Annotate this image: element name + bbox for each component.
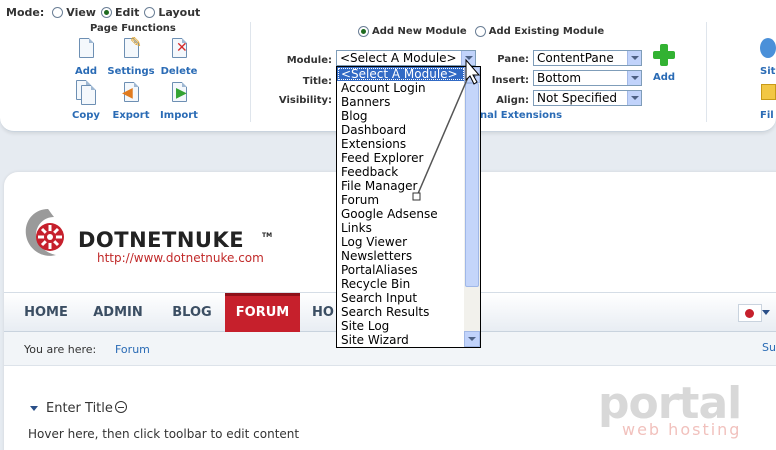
- menu-item-blog[interactable]: BLOG: [172, 305, 212, 320]
- radio-icon[interactable]: [144, 6, 156, 18]
- menu-item-forum[interactable]: FORUM: [225, 293, 300, 333]
- minimize-icon[interactable]: [114, 400, 127, 413]
- chevron-down-icon[interactable]: [461, 51, 475, 65]
- align-select[interactable]: Not Specified: [533, 90, 642, 106]
- dropdown-scrollbar[interactable]: [464, 67, 480, 347]
- dropdown-option[interactable]: Feedback: [341, 165, 399, 179]
- add-existing-module-option[interactable]: Add Existing Module: [474, 26, 604, 37]
- pane-label: Pane:: [497, 54, 529, 65]
- module-title: Enter Title: [30, 400, 127, 416]
- align-label: Align:: [496, 95, 529, 106]
- dropdown-option[interactable]: Account Login: [341, 81, 426, 95]
- dropdown-option[interactable]: Blog: [341, 109, 368, 123]
- collapse-arrow-icon[interactable]: [30, 406, 38, 411]
- file-tool-link[interactable]: Fil: [760, 110, 774, 121]
- insert-select[interactable]: Bottom: [533, 70, 642, 86]
- menu-item-admin[interactable]: ADMIN: [93, 305, 143, 320]
- dropdown-option[interactable]: Dashboard: [341, 123, 407, 137]
- radio-checked-icon[interactable]: [358, 26, 369, 37]
- plus-icon: [653, 44, 675, 66]
- extensions-link[interactable]: nal Extensions: [480, 110, 563, 121]
- module-dropdown-list[interactable]: <Select A Module> Account Login Banners …: [336, 66, 481, 348]
- dropdown-option[interactable]: Site Log: [341, 319, 390, 333]
- mode-layout-option[interactable]: Layout: [144, 6, 200, 19]
- watermark-tagline: web hosting: [622, 420, 742, 439]
- title-label: Title:: [302, 76, 332, 87]
- dropdown-option[interactable]: Search Input: [341, 291, 418, 305]
- dotnetnuke-logo-icon: [25, 209, 64, 256]
- module-title-text[interactable]: Enter Title: [46, 401, 113, 416]
- delete-page-icon: ✕: [168, 38, 190, 62]
- add-page-button[interactable]: Add: [58, 38, 114, 77]
- dropdown-option[interactable]: Feed Explorer: [341, 151, 424, 165]
- copy-page-icon: [75, 80, 97, 106]
- chevron-down-icon[interactable]: [627, 51, 641, 65]
- import-page-icon: ▶: [168, 82, 190, 106]
- breadcrumb-forum-link[interactable]: Forum: [115, 343, 150, 356]
- dropdown-option[interactable]: PortalAliases: [341, 263, 418, 277]
- settings-pencil-icon: ✎: [120, 36, 142, 62]
- insert-label: Insert:: [491, 75, 529, 86]
- scrollbar-thumb[interactable]: [465, 83, 479, 287]
- module-options: <Select A Module> Account Login Banners …: [337, 67, 465, 347]
- breadcrumb-prefix: You are here:: [24, 343, 97, 356]
- logo-url[interactable]: http://www.dotnetnuke.com: [97, 251, 264, 265]
- dropdown-option[interactable]: <Select A Module>: [337, 67, 465, 81]
- module-label: Module:: [286, 55, 332, 66]
- breadcrumb-right-link[interactable]: Su: [762, 341, 776, 354]
- trademark-mark: TM: [262, 232, 273, 239]
- folder-icon[interactable]: [761, 84, 776, 100]
- module-source-options: Add New Module Add Existing Module: [358, 26, 612, 37]
- chevron-down-icon[interactable]: [627, 91, 641, 105]
- module-select[interactable]: <Select A Module>: [336, 50, 476, 66]
- module-content-hint: Hover here, then click toolbar to edit c…: [28, 427, 300, 441]
- language-flag-icon[interactable]: [738, 304, 762, 322]
- watermark-brand: portal: [598, 378, 742, 429]
- radio-checked-icon[interactable]: [100, 6, 112, 18]
- dropdown-option[interactable]: Newsletters: [341, 249, 413, 263]
- scroll-down-icon[interactable]: [464, 331, 480, 347]
- dropdown-option[interactable]: Recycle Bin: [341, 277, 411, 291]
- add-new-module-option[interactable]: Add New Module: [358, 26, 467, 37]
- mode-view-option[interactable]: View: [52, 6, 96, 19]
- add-page-icon: [75, 38, 97, 62]
- pane-select[interactable]: ContentPane: [533, 50, 642, 66]
- chevron-down-icon[interactable]: [762, 310, 770, 315]
- dropdown-option[interactable]: Log Viewer: [341, 235, 408, 249]
- menu-item-ho[interactable]: HO: [312, 305, 334, 320]
- add-module-button[interactable]: Add: [651, 44, 677, 83]
- menu-item-home[interactable]: HOME: [24, 305, 68, 320]
- dropdown-option[interactable]: Google Adsense: [341, 207, 438, 221]
- chevron-down-icon[interactable]: [627, 71, 641, 85]
- mode-edit-option[interactable]: Edit: [100, 6, 139, 19]
- site-tool-link[interactable]: Sit: [760, 66, 776, 77]
- radio-icon[interactable]: [52, 6, 64, 18]
- export-page-icon: ◀: [120, 82, 142, 106]
- mode-selector: Mode: View Edit Layout: [6, 4, 205, 20]
- page-functions-title: Page Functions: [90, 23, 176, 34]
- export-page-button[interactable]: ◀ Export: [103, 82, 159, 121]
- dropdown-option[interactable]: Extensions: [341, 137, 407, 151]
- divider: [250, 22, 251, 122]
- radio-icon[interactable]: [474, 26, 486, 37]
- logo-wordmark: DOTNETNUKE: [78, 228, 245, 252]
- delete-page-button[interactable]: ✕ Delete: [160, 38, 198, 77]
- copy-page-button[interactable]: Copy: [58, 80, 114, 121]
- dropdown-option[interactable]: Site Wizard: [341, 333, 409, 347]
- divider: [706, 22, 707, 122]
- dropdown-option[interactable]: Banners: [341, 95, 391, 109]
- mode-label: Mode:: [6, 5, 45, 19]
- dropdown-option[interactable]: Forum: [341, 193, 380, 207]
- settings-button[interactable]: ✎ Settings: [107, 35, 155, 77]
- visibility-label: Visibility:: [278, 95, 332, 106]
- dropdown-option[interactable]: Search Results: [341, 305, 430, 319]
- import-page-button[interactable]: ▶ Import: [151, 82, 207, 121]
- globe-icon[interactable]: [760, 38, 776, 58]
- dropdown-option[interactable]: File Manager: [341, 179, 418, 193]
- scroll-up-icon[interactable]: [464, 67, 480, 83]
- dropdown-option[interactable]: Links: [341, 221, 372, 235]
